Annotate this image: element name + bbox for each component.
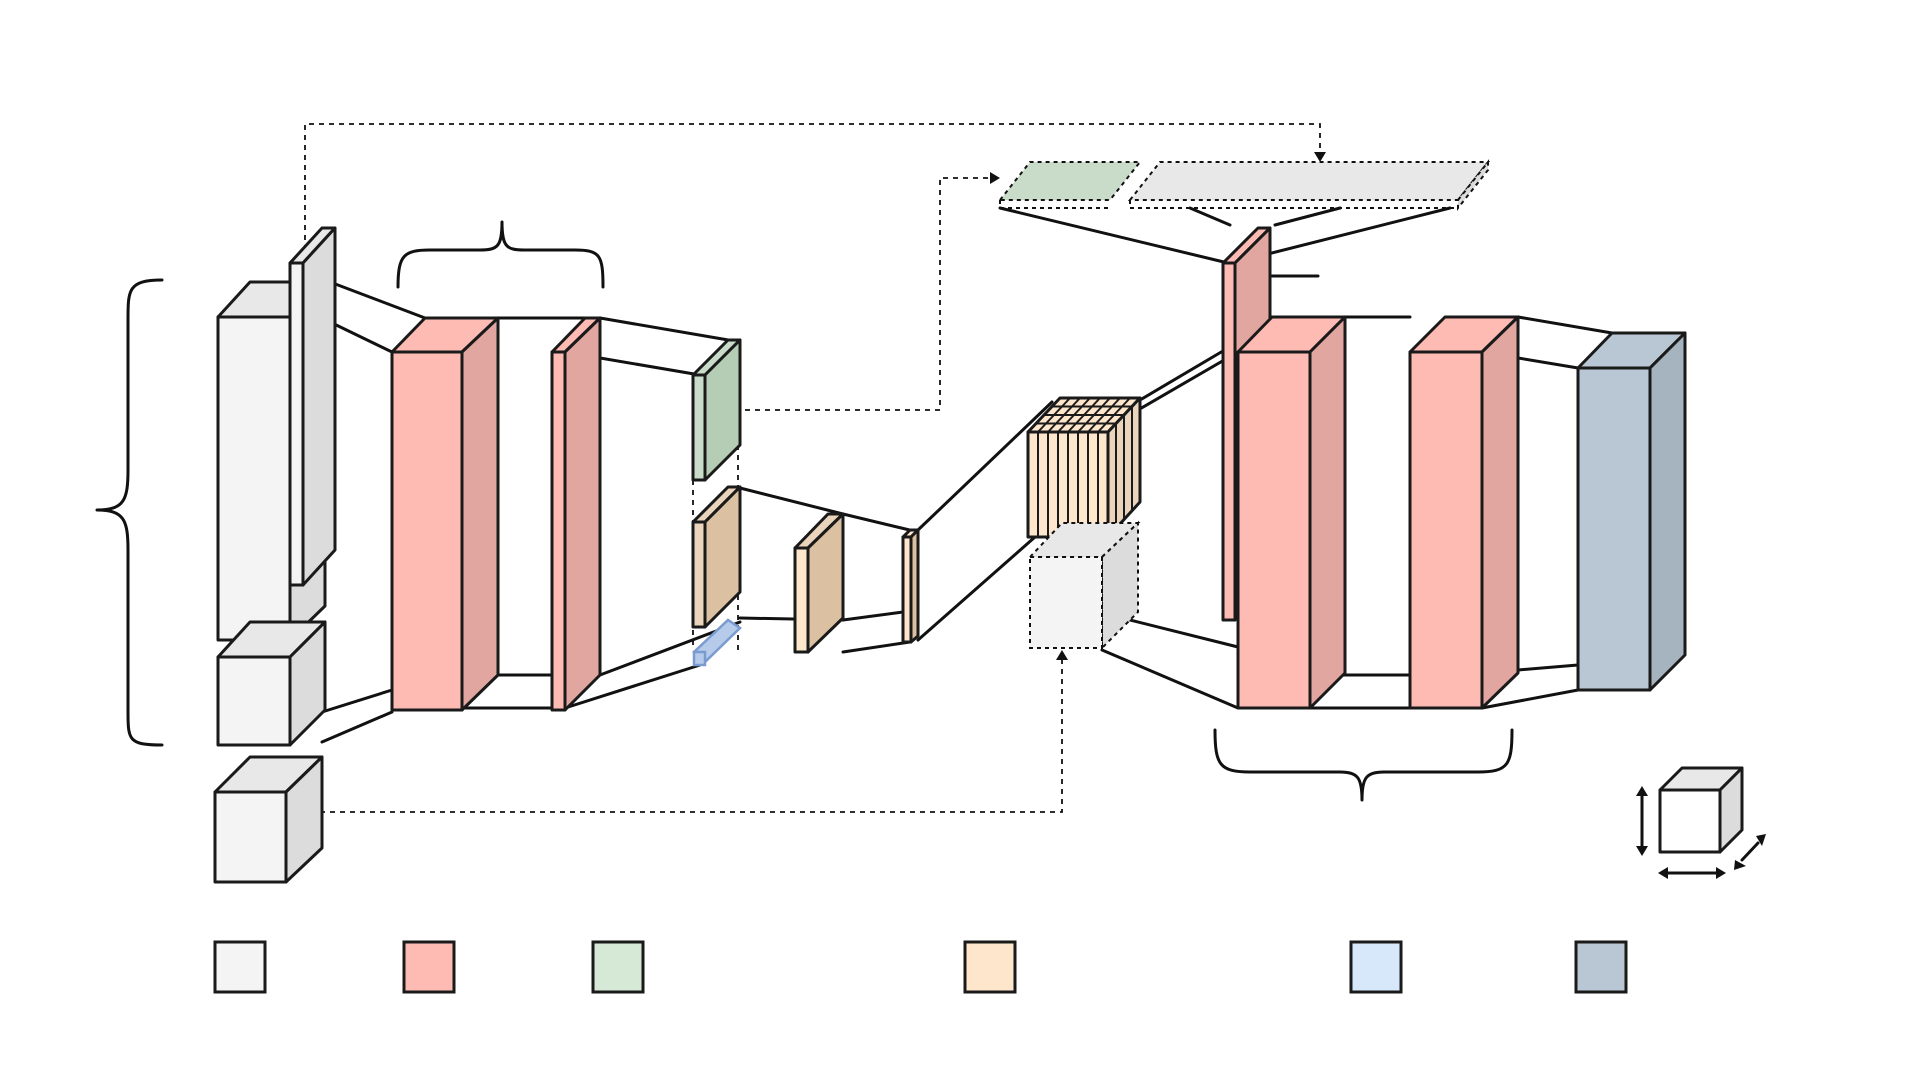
decoder-conv-block-1 (1236, 315, 1347, 710)
brace-left (95, 278, 164, 747)
legend-swatch-green (591, 940, 645, 994)
blue-small-bar (692, 618, 742, 667)
output-block (1576, 331, 1687, 692)
input-block-small (213, 755, 324, 884)
decoder-connections (998, 206, 1614, 710)
bottleneck-grid-block (1026, 396, 1142, 539)
legend (213, 940, 1628, 994)
dashed-ghost-block (1027, 520, 1141, 651)
tan-feature-slab-2 (793, 512, 845, 654)
input-slab-tall (288, 226, 337, 587)
grid-lines (1036, 397, 1133, 537)
dotted-connections (300, 123, 1326, 813)
decoder-conv-block-2 (1408, 315, 1520, 710)
skip-line-bottom (300, 660, 1063, 813)
skip-line-top (304, 123, 1321, 290)
dimension-cube-icon (1636, 766, 1766, 879)
cream-thin-slab (901, 528, 920, 644)
encoder-conv-block-2 (550, 316, 602, 712)
top-green-plane (997, 161, 1143, 201)
green-feature-slab (691, 338, 742, 482)
legend-swatch-red (402, 940, 456, 994)
arrowhead-green (990, 172, 1000, 184)
braces (95, 220, 1514, 802)
brace-bottom (1213, 728, 1514, 802)
tan-feature-slab-1 (691, 485, 742, 629)
arrowhead-top (1314, 152, 1326, 162)
legend-swatch-white (213, 940, 267, 994)
encoder-conv-block-1 (390, 316, 500, 712)
input-block-medium (216, 620, 327, 747)
arrowhead-bottom (1056, 650, 1068, 660)
legend-swatch-slate (1574, 940, 1628, 994)
top-grey-plane (999, 159, 1491, 211)
legend-swatch-orange (963, 940, 1017, 994)
legend-swatch-blue (1349, 940, 1403, 994)
brace-top (396, 220, 605, 289)
skip-line-green (725, 177, 990, 411)
